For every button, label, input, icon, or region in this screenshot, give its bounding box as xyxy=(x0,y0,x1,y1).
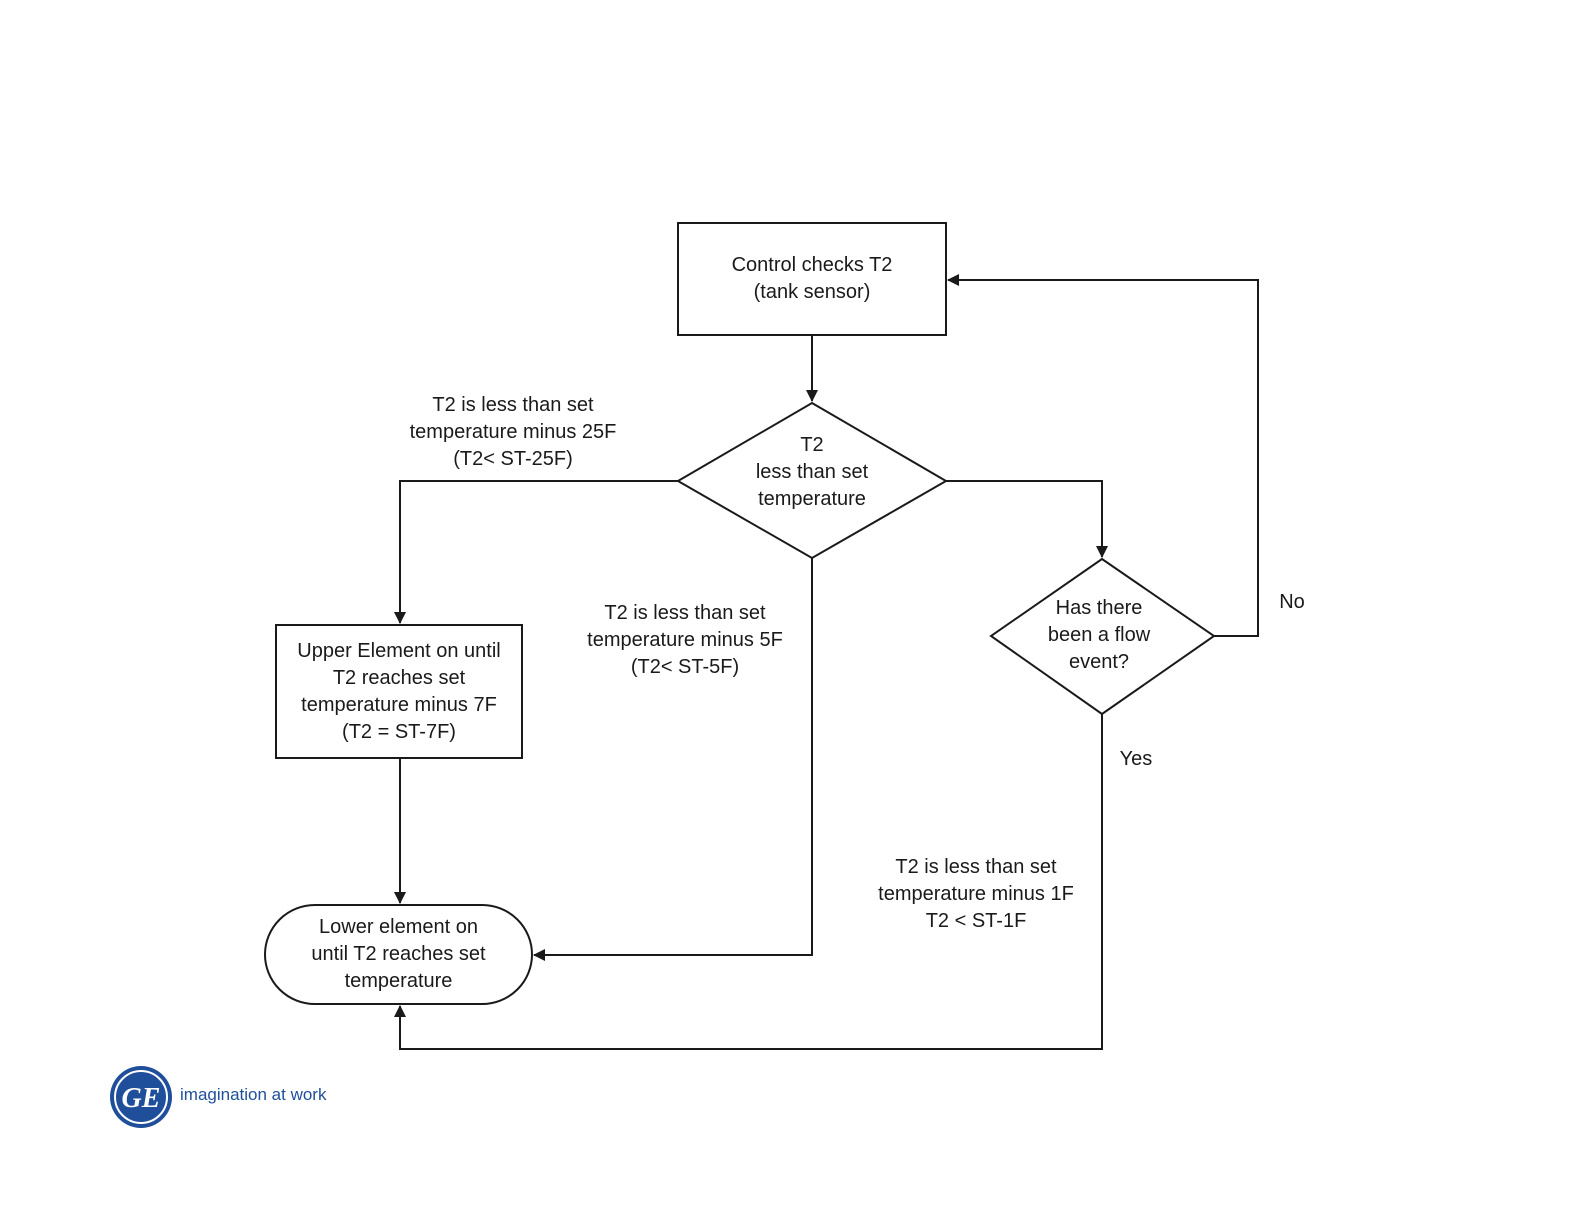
ge-logo-icon: GE xyxy=(110,1066,172,1128)
temp-decision-line-2: less than set xyxy=(755,461,869,483)
minus-1-line-1: T2 is less than set xyxy=(895,856,1057,878)
ge-logo-letters: GE xyxy=(122,1083,161,1114)
edge-temp-decision-to-flow-decision xyxy=(946,480,1108,558)
minus-1-line-3: T2 < ST-1F xyxy=(925,910,1027,932)
lower-element-text: Lower element on until T2 reaches set te… xyxy=(265,914,532,995)
edge-label-yes: Yes xyxy=(1114,746,1158,773)
yes-label: Yes xyxy=(1119,748,1153,770)
upper-element-text: Upper Element on until T2 reaches set te… xyxy=(276,638,522,746)
start-line-2: (tank sensor) xyxy=(753,281,871,303)
upper-element-line-4: (T2 = ST-7F) xyxy=(342,721,456,743)
flow-decision-text: Has there been a flow event? xyxy=(1017,595,1181,676)
edge-label-no: No xyxy=(1272,589,1312,616)
temp-decision-text: T2 less than set temperature xyxy=(712,432,912,513)
minus-5-line-1: T2 is less than set xyxy=(604,602,766,624)
edge-flow-decision-yes-to-lower-element xyxy=(394,714,1103,1050)
start-line-1: Control checks T2 xyxy=(731,254,893,276)
flow-decision-line-1: Has there xyxy=(1055,597,1143,619)
minus-25-line-1: T2 is less than set xyxy=(432,394,594,416)
minus-5-line-2: temperature minus 5F xyxy=(587,629,783,651)
edge-flow-decision-no-to-start xyxy=(947,274,1259,637)
flow-decision-line-3: event? xyxy=(1068,651,1130,673)
temp-decision-line-1: T2 xyxy=(800,434,824,456)
ge-logo-inner-ring xyxy=(114,1070,168,1124)
minus-1-line-2: temperature minus 1F xyxy=(878,883,1074,905)
minus-25-line-3: (T2< ST-25F) xyxy=(453,448,573,470)
lower-element-line-3: temperature xyxy=(344,970,453,992)
lower-element-line-1: Lower element on xyxy=(319,916,478,938)
temp-decision-line-3: temperature xyxy=(758,488,866,510)
brand-tagline: imagination at work xyxy=(180,1085,327,1104)
upper-element-line-1: Upper Element on until xyxy=(297,640,501,662)
minus-25-line-2: temperature minus 25F xyxy=(409,421,617,443)
edge-temp-decision-to-lower-element xyxy=(533,558,813,961)
start-box-text: Control checks T2 (tank sensor) xyxy=(678,252,946,306)
edge-label-minus-5: T2 is less than set temperature minus 5F… xyxy=(570,600,800,681)
edge-temp-decision-to-upper-element xyxy=(394,480,678,624)
no-label: No xyxy=(1279,591,1305,613)
upper-element-line-3: temperature minus 7F xyxy=(301,694,497,716)
ge-logo-outer-circle xyxy=(110,1066,172,1128)
lower-element-terminal xyxy=(264,904,533,1005)
upper-element-line-2: T2 reaches set xyxy=(332,667,466,689)
start-box xyxy=(677,222,947,336)
edge-label-minus-1: T2 is less than set temperature minus 1F… xyxy=(858,854,1094,935)
flow-decision-line-2: been a flow xyxy=(1047,624,1151,646)
minus-5-line-3: (T2< ST-5F) xyxy=(630,656,740,678)
lower-element-line-2: until T2 reaches set xyxy=(311,943,486,965)
edge-label-minus-25: T2 is less than set temperature minus 25… xyxy=(385,392,641,473)
